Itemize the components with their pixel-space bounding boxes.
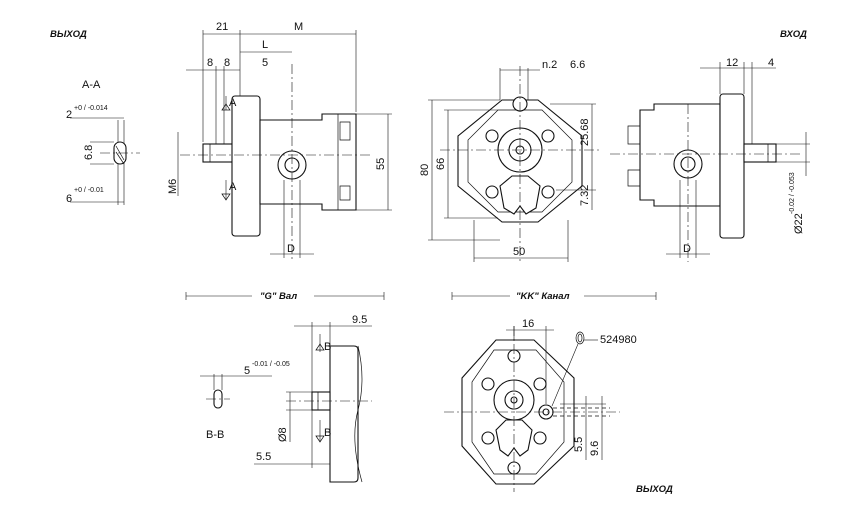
dim-21: 21 — [216, 21, 228, 33]
front-view: 80 66 50 n.2 6.6 25.68 7.32 — [419, 59, 600, 262]
g-arrow-b-bottom: B — [324, 427, 331, 439]
dim-m6: M6 — [167, 179, 179, 194]
side-view-right: 12 4 Ø22 -0.02 / -0.053 D — [610, 57, 810, 262]
dim-25-68: 25.68 — [579, 118, 591, 146]
aa-dim-2-tol: +0 / -0.014 — [74, 105, 108, 112]
dim-8a: 8 — [207, 57, 213, 69]
dim-66: 66 — [435, 158, 447, 170]
dim-6-6: 6.6 — [570, 59, 585, 71]
aa-dim-6-tol: +0 / -0.01 — [74, 187, 104, 194]
g-dim-8: Ø8 — [277, 427, 289, 442]
channel-kk-title: "KK" Канал — [516, 291, 570, 302]
dim-m: M — [294, 21, 303, 33]
dim-n2: n.2 — [542, 59, 557, 71]
mounting-flange-right — [719, 93, 745, 239]
outlet-label-bottom: ВЫХОД — [636, 484, 673, 495]
bb-dim-5-tol: -0.01 / -0.05 — [252, 361, 290, 368]
drive-shaft-right — [743, 143, 777, 163]
g-dim-9-5: 9.5 — [352, 314, 367, 326]
side-view-left: 21 M L 8 8 5 A A M6 55 D — [167, 21, 392, 262]
bolt-hole-ur — [541, 129, 555, 143]
kk-dim-9-6: 9.6 — [589, 441, 601, 456]
section-arrow-a-bottom: A — [229, 181, 237, 193]
dim-d-right: D — [683, 243, 691, 255]
inlet-label-top: ВХОД — [780, 29, 807, 40]
dim-4: 4 — [768, 57, 774, 69]
bolt-hole-lr — [541, 185, 555, 199]
dim-80: 80 — [419, 164, 431, 176]
dim-8b: 8 — [224, 57, 230, 69]
dim-d22: Ø22 — [793, 213, 805, 234]
channel-kk-detail: "KK" Канал 16 524980 5.5 — [444, 289, 673, 495]
section-bb-title: B-B — [206, 429, 224, 441]
dim-l: L — [262, 39, 268, 51]
g-dim-5-5: 5.5 — [256, 451, 271, 463]
bolt-hole-ul — [485, 129, 499, 143]
section-arrow-a-top: A — [229, 97, 237, 109]
dim-d22-tol: -0.02 / -0.053 — [789, 172, 796, 214]
g-arrow-b-top: B — [324, 341, 331, 353]
dim-7-32: 7.32 — [579, 185, 591, 206]
aa-dim-6-8: 6.8 — [83, 145, 95, 160]
o-ring-icon — [575, 331, 585, 345]
bb-dim-5: 5 — [244, 365, 250, 377]
outlet-label-top: ВЫХОД — [50, 29, 87, 40]
bolt-hole-ll — [485, 185, 499, 199]
drive-shaft — [202, 143, 236, 163]
section-aa-title: A-A — [82, 79, 101, 91]
dim-12: 12 — [726, 57, 738, 69]
kk-dim-16: 16 — [522, 318, 534, 330]
shaft-g-detail: "G" Вал 9.5 B B Ø8 5.5 5 -0.01 — [185, 289, 385, 483]
kk-dim-5-5: 5.5 — [573, 437, 585, 452]
dim-5: 5 — [262, 57, 268, 69]
pump-body — [259, 113, 357, 211]
dim-d-left: D — [287, 243, 295, 255]
mounting-flange — [231, 95, 261, 237]
dim-55: 55 — [375, 158, 387, 170]
o-ring-part-number: 524980 — [600, 334, 637, 346]
section-aa-view: A-A 2 +0 / -0.014 6.8 6 +0 / -0.01 — [66, 79, 140, 205]
aa-dim-6: 6 — [66, 193, 72, 205]
aa-dim-2: 2 — [66, 109, 72, 121]
shaft-g-title: "G" Вал — [260, 291, 297, 302]
dim-50: 50 — [513, 246, 525, 258]
